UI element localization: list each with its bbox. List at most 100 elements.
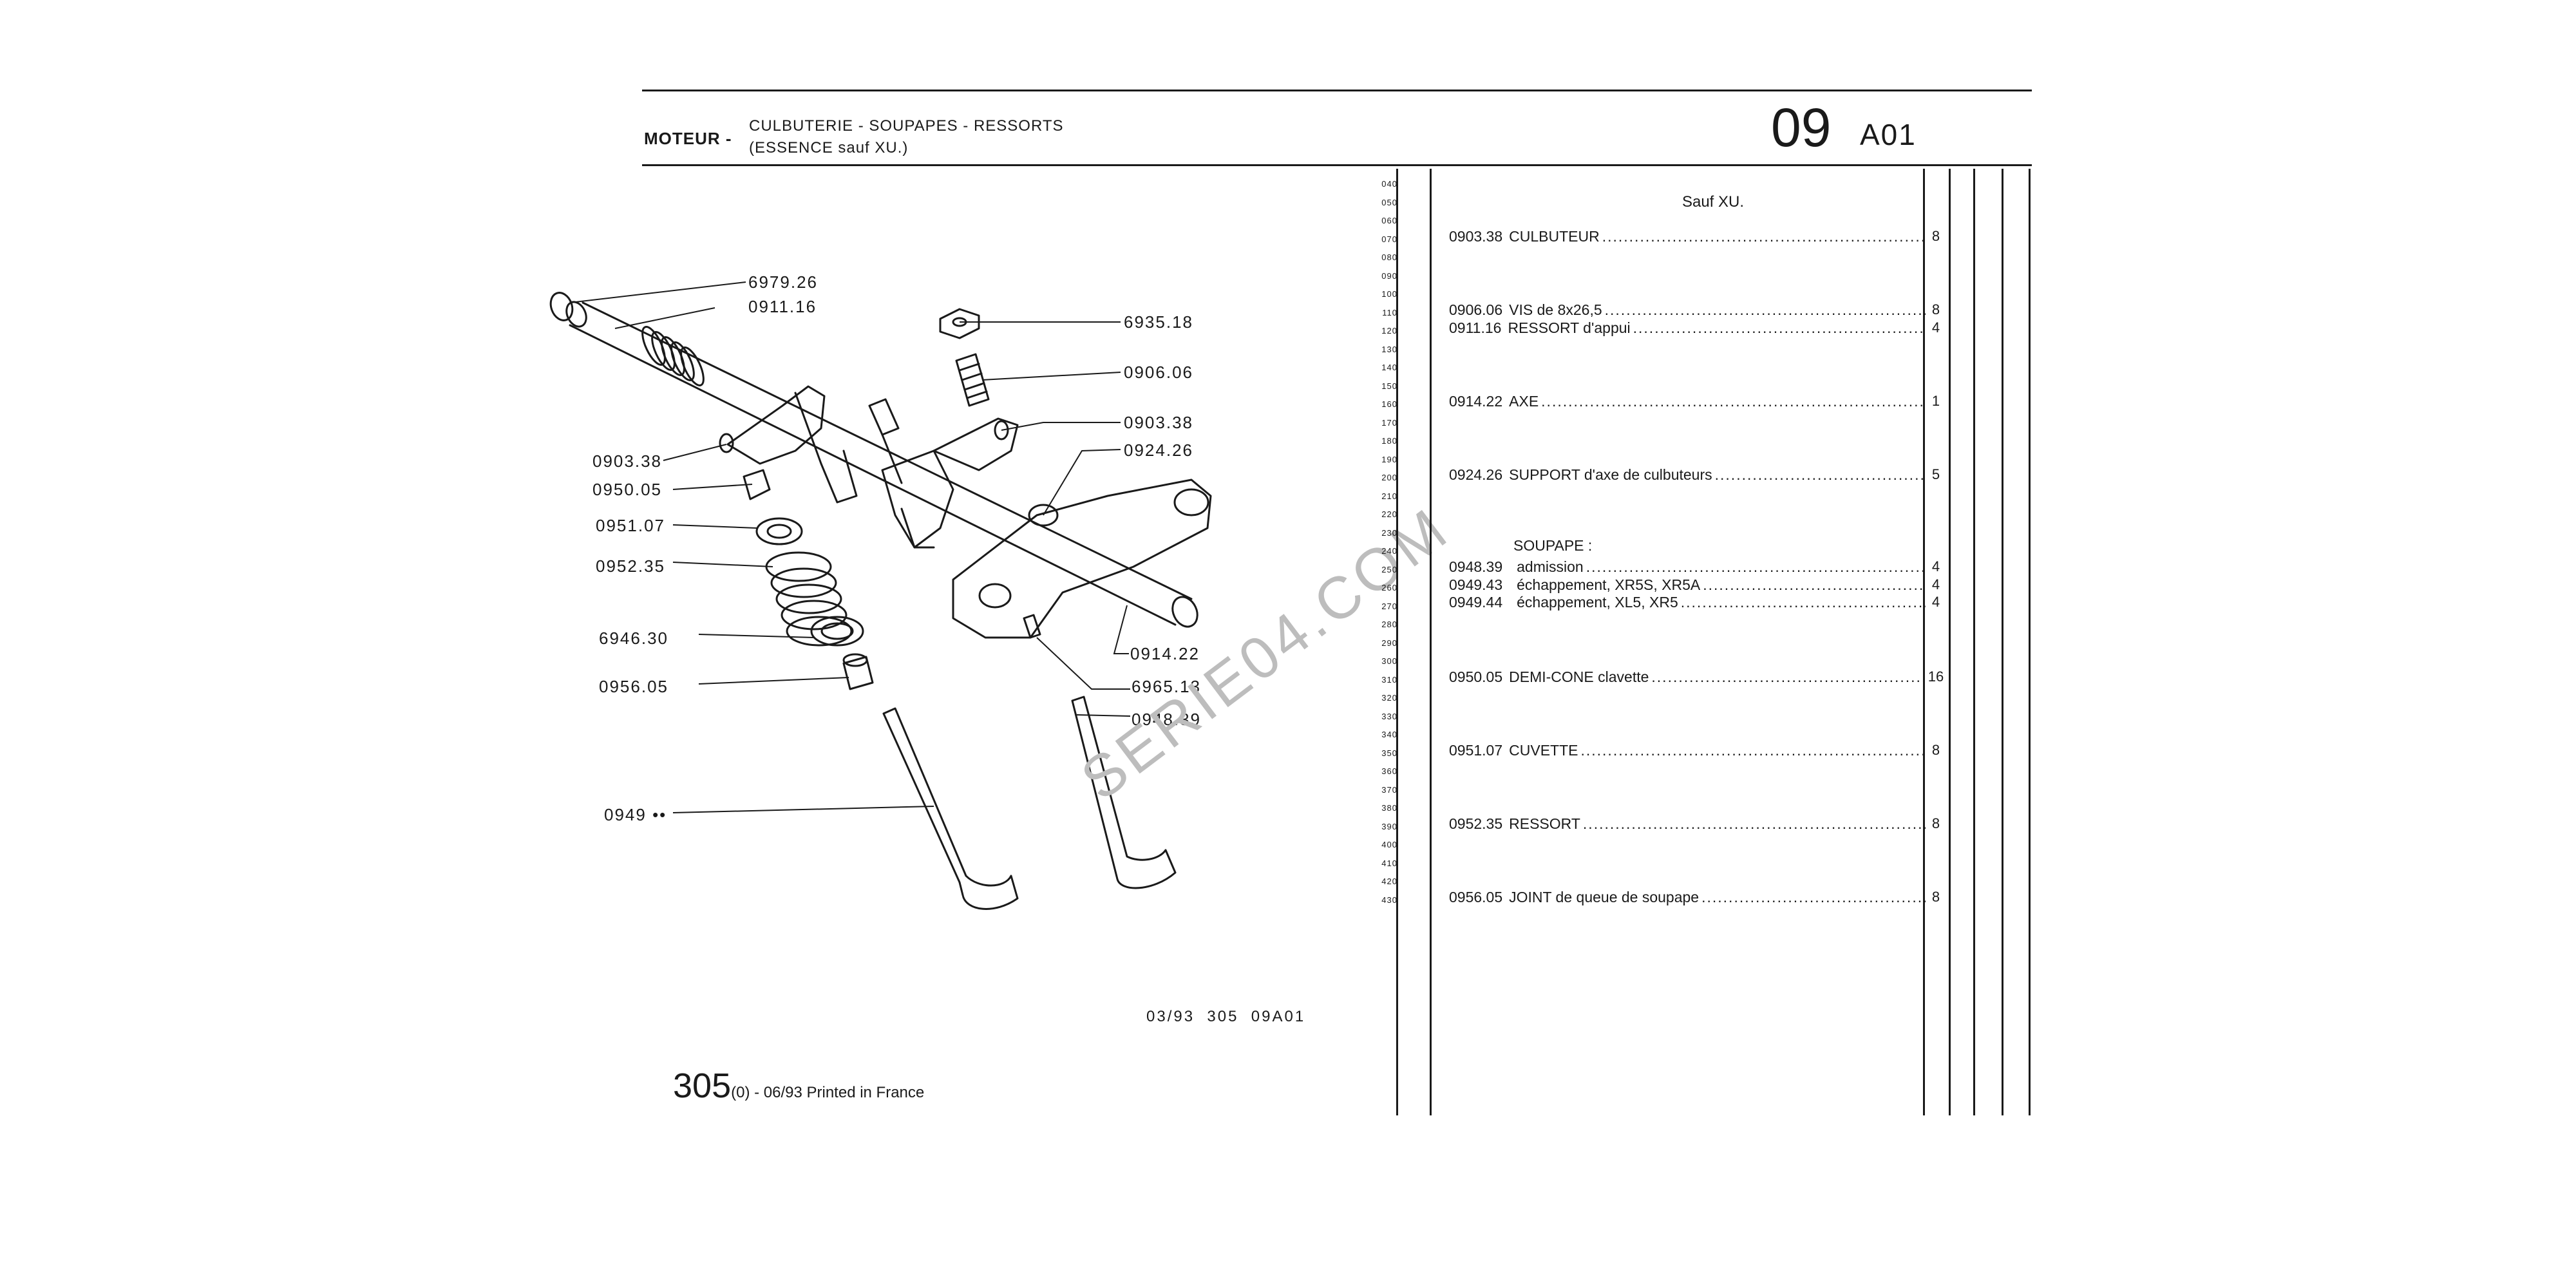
line-number: 060 (1381, 216, 1397, 225)
callout-0903-38-left: 0903.38 (592, 451, 662, 471)
dot-leader (1583, 815, 1926, 833)
part-quantity: 8 (1931, 889, 1940, 905)
group-title-soupape: SOUPAPE : (1513, 537, 1593, 554)
dot-leader (1703, 576, 1926, 594)
col-rule-3 (1973, 169, 1975, 1115)
part-description: SUPPORT d'axe de culbuteurs (1509, 466, 1712, 483)
part-description: échappement, XR5S, XR5A (1517, 576, 1701, 593)
line-number: 340 (1381, 730, 1397, 739)
valve-intake (1071, 696, 1177, 889)
valve-keepers (743, 469, 771, 500)
shaft-spring (641, 326, 705, 386)
line-number: 120 (1381, 326, 1397, 336)
line-number: 100 (1381, 289, 1397, 299)
part-reference: 0903.38 (1449, 228, 1503, 245)
section-title: MOTEUR - (644, 129, 732, 148)
valve-stem-seal (842, 656, 874, 690)
line-number: 210 (1381, 491, 1397, 501)
part-description: DEMI-CONE clavette (1509, 668, 1649, 685)
callout-0948-39: 0948.39 (1132, 710, 1201, 729)
part-description: AXE (1509, 393, 1539, 410)
dot-leader (1633, 319, 1926, 337)
line-number: 280 (1381, 620, 1397, 629)
line-number: 220 (1381, 509, 1397, 519)
line-number: 400 (1381, 840, 1397, 849)
part-quantity: 4 (1931, 594, 1940, 610)
table-row: 0906.06 VIS de 8x26,5 (1449, 301, 1926, 321)
dot-leader (1605, 301, 1926, 319)
dot-leader (1681, 594, 1926, 611)
line-number: 240 (1381, 546, 1397, 556)
line-number: 110 (1382, 307, 1397, 317)
part-description: échappement, XL5, XR5 (1517, 594, 1678, 611)
part-description: RESSORT (1509, 815, 1580, 832)
nut (939, 308, 980, 339)
adjust-screw (868, 398, 900, 436)
line-number: 160 (1381, 399, 1397, 409)
dot-leader (1586, 558, 1926, 576)
spring-cup (755, 517, 803, 545)
subtitle-line-2: (ESSENCE sauf XU.) (749, 139, 909, 156)
line-number: 230 (1381, 527, 1397, 538)
part-description: CULBUTEUR (1509, 228, 1600, 245)
line-number: 130 (1381, 344, 1397, 354)
line-number: 290 (1381, 638, 1397, 648)
part-reference: 0948.39 (1449, 558, 1503, 575)
part-quantity: 8 (1931, 742, 1940, 758)
spring-washer (810, 616, 864, 647)
callout-0956-05: 0956.05 (599, 677, 668, 696)
line-number: 420 (1381, 876, 1397, 886)
shaft-support-main (952, 478, 1212, 639)
part-description: VIS de 8x26,5 (1509, 301, 1602, 318)
dowel-pin (1023, 614, 1041, 639)
callout-6965-13: 6965.13 (1132, 677, 1201, 696)
rocker-shaft (569, 301, 1193, 626)
group-number: 09 (1771, 97, 1832, 158)
qty-right-rule (1949, 169, 1951, 1115)
col-rule-4 (2002, 169, 2003, 1115)
line-number: 250 (1381, 564, 1397, 574)
valve-spring (765, 551, 853, 647)
part-reference: 0914.22 (1449, 393, 1503, 410)
part-reference: 0906.06 (1449, 301, 1503, 318)
table-left-rule (1396, 169, 1398, 1115)
line-number: 320 (1381, 693, 1397, 703)
callout-6935-18: 6935.18 (1124, 312, 1193, 332)
callout-6979-26: 6979.26 (748, 272, 818, 292)
callout-0924-26: 0924.26 (1124, 440, 1193, 460)
table-row: 0949.44 échappement, XL5, XR5 (1449, 594, 1926, 613)
line-number: 090 (1381, 270, 1397, 281)
line-number: 050 (1381, 197, 1397, 207)
table-row: 0914.22 AXE (1449, 393, 1926, 412)
part-reference: 0949.44 (1449, 594, 1503, 611)
part-quantity: 5 (1931, 466, 1940, 482)
part-quantity: 16 (1927, 668, 1944, 685)
line-number: 300 (1381, 656, 1397, 666)
line-number: 260 (1381, 583, 1397, 592)
col-rule-5 (2029, 169, 2031, 1115)
part-quantity: 1 (1931, 393, 1940, 409)
part-quantity: 4 (1931, 558, 1940, 574)
model-number: 305 (673, 1066, 732, 1105)
line-number: 270 (1381, 601, 1397, 611)
dot-leader (1715, 466, 1926, 484)
part-description: JOINT de queue de soupape (1509, 889, 1700, 905)
page-code: A01 (1860, 118, 1917, 151)
part-quantity: 8 (1931, 301, 1940, 317)
dot-leader (1541, 393, 1926, 410)
line-number: 310 (1381, 674, 1397, 685)
callout-0950-05: 0950.05 (592, 480, 662, 499)
table-row: 0903.38 CULBUTEUR (1449, 228, 1926, 247)
callout-0906-06: 0906.06 (1124, 363, 1193, 382)
line-number: 330 (1381, 711, 1397, 721)
callout-0951-07: 0951.07 (596, 516, 665, 535)
dot-leader (1701, 889, 1926, 906)
exploded-view-diagram (549, 281, 1212, 910)
dot-leader (1602, 228, 1926, 245)
part-reference: 0949.43 (1449, 576, 1503, 593)
table-left-rule-2 (1430, 169, 1432, 1115)
